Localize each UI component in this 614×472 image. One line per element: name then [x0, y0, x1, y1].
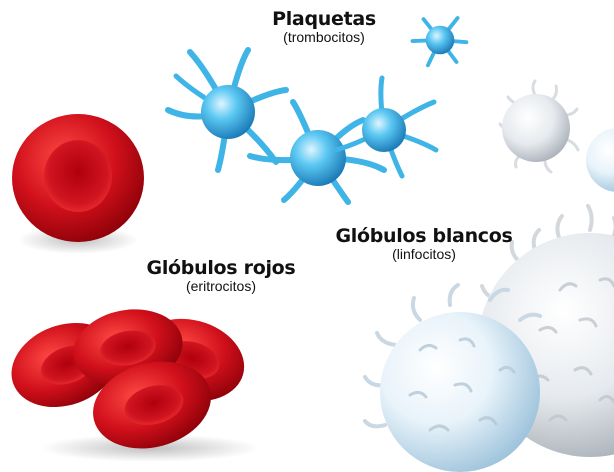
red-cells-label: Glóbulos rojos (eritrocitos): [140, 257, 302, 294]
platelets-label: Plaquetas (trombocitos): [262, 8, 386, 45]
platelet-icon: [168, 50, 286, 170]
platelets-subtitle: (trombocitos): [262, 30, 386, 45]
red-cells-title: Glóbulos rojos: [140, 257, 302, 279]
white-cells-title: Glóbulos blancos: [334, 225, 514, 247]
white-blood-cell-icon: [586, 128, 614, 192]
red-blood-cell-icon: [0, 301, 260, 462]
white-cells-subtitle: (linfocitos): [334, 247, 514, 262]
platelet-icon: [413, 18, 467, 65]
platelets-title: Plaquetas: [262, 8, 386, 30]
red-blood-cell-icon: [12, 114, 144, 254]
white-cells-label: Glóbulos blancos (linfocitos): [334, 225, 514, 262]
red-cells-subtitle: (eritrocitos): [140, 279, 302, 294]
white-blood-cell-icon: [500, 81, 578, 172]
